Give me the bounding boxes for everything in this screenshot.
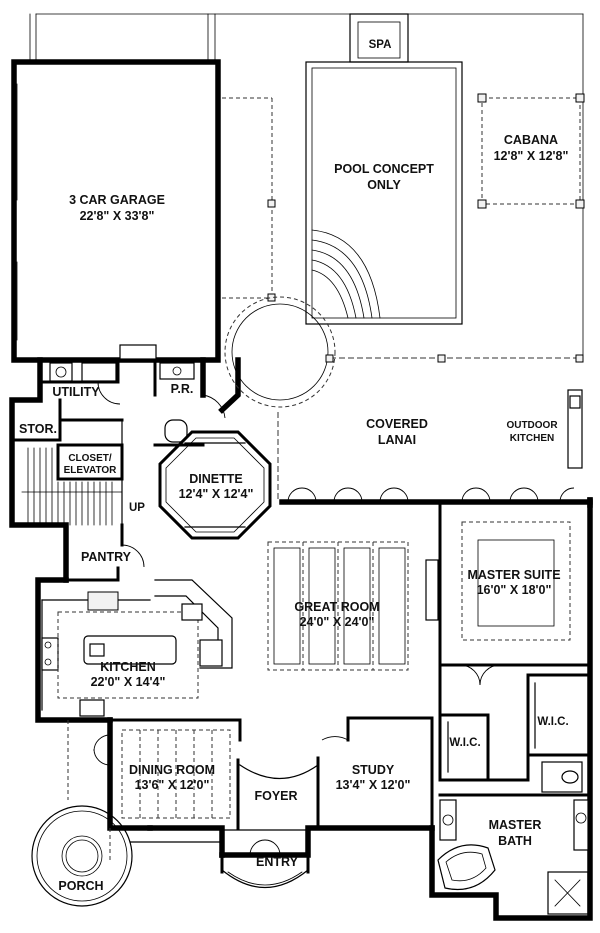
label-entry: ENTRY [256,855,299,869]
pool [305,61,463,325]
label-closet-line1: CLOSET/ [68,453,112,464]
label-up: UP [129,502,145,514]
dining-room [93,718,242,830]
label-great-room-name: GREAT ROOM [294,600,379,614]
label-wic-2: W.I.C. [449,737,480,749]
pantry [64,523,145,582]
entry [220,839,310,888]
cabana [477,93,585,209]
master-closets [438,663,592,797]
label-garage-dim: 22'8" X 33'8" [80,209,155,223]
label-cabana-dim: 12'8" X 12'8" [494,149,569,163]
label-dining-name: DINING ROOM [129,763,215,777]
great-room [267,541,409,671]
label-master-bath-line2: BATH [498,834,532,848]
foyer [221,764,319,831]
spa [349,13,409,63]
master-suite [425,500,592,667]
label-pool-line2: ONLY [367,178,401,192]
site-outline [29,13,584,359]
label-pool-line1: POOL CONCEPT [334,162,434,176]
label-kitchen-name: KITCHEN [100,660,156,674]
round-terrace [224,296,336,408]
label-outdoor-line2: KITCHEN [510,433,554,444]
label-storage: STOR. [19,422,57,436]
label-spa: SPA [369,39,392,51]
label-closet-line2: ELEVATOR [64,465,118,476]
label-powder-room: P.R. [171,382,194,396]
label-dining-dim: 13'6" X 12'0" [135,778,210,792]
label-study-dim: 13'4" X 12'0" [336,778,411,792]
pergola [222,97,276,302]
label-master-bath-line1: MASTER [489,818,542,832]
label-utility: UTILITY [52,385,100,399]
garage [11,59,221,363]
label-dinette-dim: 12'4" X 12'4" [179,487,254,501]
label-dinette-name: DINETTE [189,472,242,486]
label-study-name: STUDY [352,763,395,777]
label-master-suite-name: MASTER SUITE [467,568,560,582]
label-garage-name: 3 CAR GARAGE [69,193,165,207]
label-master-suite-dim: 16'0" X 18'0" [477,583,552,597]
label-lanai-line1: COVERED [366,417,428,431]
study [316,716,434,830]
dinette [158,430,272,540]
covered-lanai [277,354,584,503]
label-lanai-line2: LANAI [378,433,416,447]
kitchen [41,579,233,717]
label-foyer: FOYER [254,789,297,803]
label-cabana-name: CABANA [504,133,558,147]
label-kitchen-dim: 22'0" X 14'4" [91,675,166,689]
stair-treads [21,447,123,526]
label-outdoor-line1: OUTDOOR [506,420,558,431]
porch [31,720,221,907]
label-porch: PORCH [58,879,103,893]
utility-area [38,344,226,447]
label-great-room-dim: 24'0" X 24'0" [300,615,375,629]
storage-stairs [10,398,124,526]
master-bath-fixtures [437,761,589,915]
room-labels: SPA POOL CONCEPT ONLY CABANA 12'8" X 12'… [19,39,569,893]
label-wic-1: W.I.C. [537,716,568,728]
label-pantry: PANTRY [81,550,132,564]
